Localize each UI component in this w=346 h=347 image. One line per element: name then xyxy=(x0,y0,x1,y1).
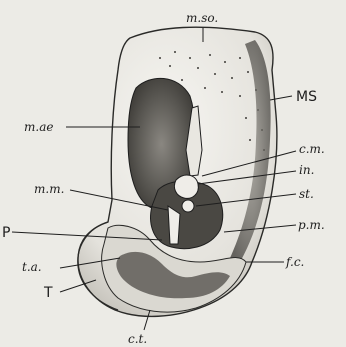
label-p: P xyxy=(2,225,10,241)
label-t: T xyxy=(43,285,53,301)
label-t-a: t.a. xyxy=(22,260,42,274)
label-m-ae: m.ae xyxy=(24,120,53,134)
ossicle-incus xyxy=(174,175,198,198)
label-ms: MS xyxy=(296,89,317,105)
ossicle-stapes xyxy=(182,200,194,212)
label-c-m: c.m. xyxy=(299,142,325,156)
label-m-so: m.so. xyxy=(186,11,218,25)
label-in: in. xyxy=(299,163,314,177)
label-m-m: m.m. xyxy=(34,182,64,196)
label-st: st. xyxy=(299,187,314,201)
label-f-c: f.c. xyxy=(285,255,304,269)
label-c-t: c.t. xyxy=(128,332,147,346)
label-p-m: p.m. xyxy=(298,218,325,232)
